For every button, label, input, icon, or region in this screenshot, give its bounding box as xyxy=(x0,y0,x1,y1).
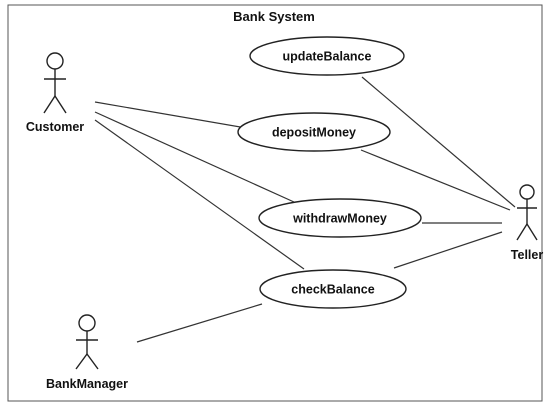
use-case-withdrawmoney: withdrawMoney xyxy=(258,198,422,238)
assoc-bankmanager-checkbalance xyxy=(136,303,263,343)
stick-figure-icon xyxy=(516,184,538,241)
stick-figure-icon xyxy=(75,314,99,370)
assoc-customer-checkbalance xyxy=(94,119,305,270)
assoc-customer-depositmoney xyxy=(94,101,247,129)
actor-label: Teller xyxy=(511,248,544,262)
use-case-updatebalance: updateBalance xyxy=(249,36,405,76)
system-boundary xyxy=(7,4,543,402)
use-case-depositmoney: depositMoney xyxy=(237,112,391,152)
use-case-ellipse xyxy=(237,112,391,152)
use-case-label: withdrawMoney xyxy=(292,212,387,226)
associations xyxy=(94,76,516,343)
stick-figure-icon xyxy=(43,52,67,114)
use-case-ellipse xyxy=(258,198,422,238)
actor-bankmanager: BankManager xyxy=(46,314,128,391)
use-case-ellipse xyxy=(259,269,407,309)
use-case-label: updateBalance xyxy=(283,50,372,64)
assoc-depositmoney-teller xyxy=(360,149,511,211)
actor-label: BankManager xyxy=(46,377,128,391)
system-title: Bank System xyxy=(233,9,315,24)
assoc-checkbalance-teller xyxy=(393,231,503,269)
use-case-label: checkBalance xyxy=(291,283,374,297)
actor-teller: Teller xyxy=(511,184,544,262)
use-case-checkbalance: checkBalance xyxy=(259,269,407,309)
use-case-ellipse xyxy=(249,36,405,76)
assoc-updatebalance-teller xyxy=(361,76,516,208)
actor-label: Customer xyxy=(26,120,84,134)
use-case-label: depositMoney xyxy=(272,126,356,140)
actor-customer: Customer xyxy=(26,52,84,134)
assoc-customer-withdrawmoney xyxy=(94,111,295,203)
